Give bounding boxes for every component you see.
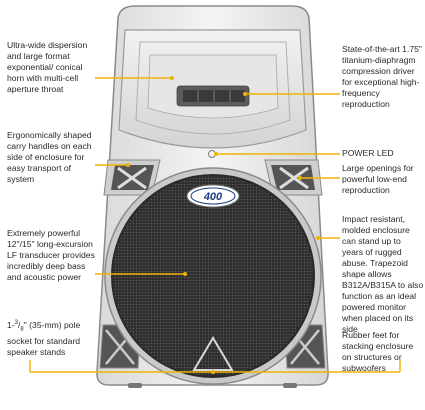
model-badge <box>186 184 240 208</box>
leader-dot-openings <box>298 176 302 180</box>
leader-dot-transducer <box>183 272 187 276</box>
leader-dot-handles <box>126 163 130 167</box>
leader-dot-driver <box>243 92 247 96</box>
badge-text: 400 <box>203 191 223 203</box>
callout-pole-socket: 1-3/8" (35-mm) pole socket for standard … <box>7 319 81 357</box>
callout-power-led: POWER LED <box>342 148 394 158</box>
callout-horn: Ultra-wide dispersion and large format e… <box>7 40 88 94</box>
callout-openings: Large openings for powerful low-end repr… <box>342 163 414 195</box>
leader-dot-horn <box>170 76 174 80</box>
horn <box>118 29 307 149</box>
callout-feet: Rubber feet for stacking enclosure on st… <box>342 330 414 373</box>
right-handle <box>264 159 323 196</box>
callout-driver: State-of-the-art 1.75" titanium-diaphrag… <box>342 44 422 109</box>
callout-enclosure: Impact resistant, molded enclosure can s… <box>342 214 424 334</box>
foot-left <box>128 383 142 388</box>
woofer-grille <box>111 174 315 378</box>
leader-dot-pole-socket <box>211 370 215 374</box>
leader-dot-power-led <box>214 152 218 156</box>
callout-handles: Ergonomically shaped carry handles on ea… <box>7 130 92 184</box>
left-handle <box>103 159 161 196</box>
leader-dot-enclosure <box>316 236 320 240</box>
foot-right <box>283 383 297 388</box>
callout-transducer: Extremely powerful 12"/15" long-excursio… <box>7 228 95 282</box>
leader-pole-socket <box>29 360 400 373</box>
